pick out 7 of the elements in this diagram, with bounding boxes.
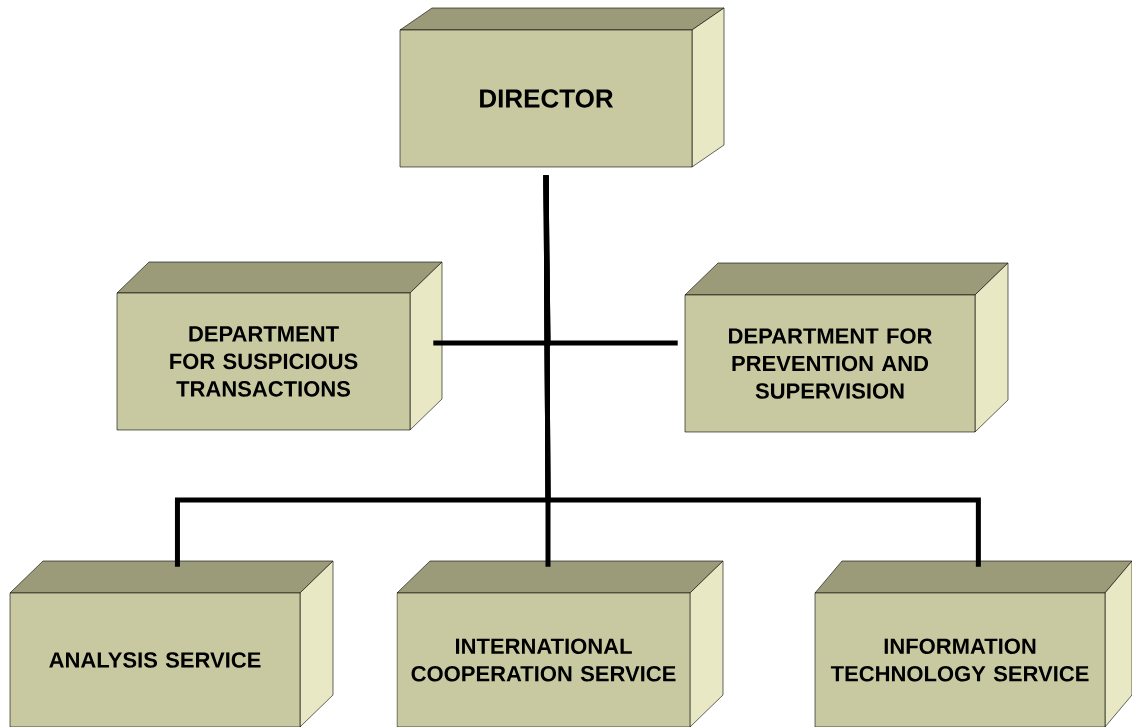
org-box: DEPARTMENT FOR SUSPICIOUS TRANSACTIONS xyxy=(116,261,443,431)
org-box: DIRECTOR xyxy=(399,7,725,168)
org-box: DEPARTMENT FOR PREVENTION AND SUPERVISION xyxy=(684,262,1009,433)
org-box: ANALYSIS SERVICE xyxy=(9,560,334,727)
connector-line xyxy=(543,175,981,567)
org-box: INFORMATION TECHNOLOGY SERVICE xyxy=(814,560,1132,727)
org-box: INTERNATIONAL COOPERATION SERVICE xyxy=(396,560,724,727)
